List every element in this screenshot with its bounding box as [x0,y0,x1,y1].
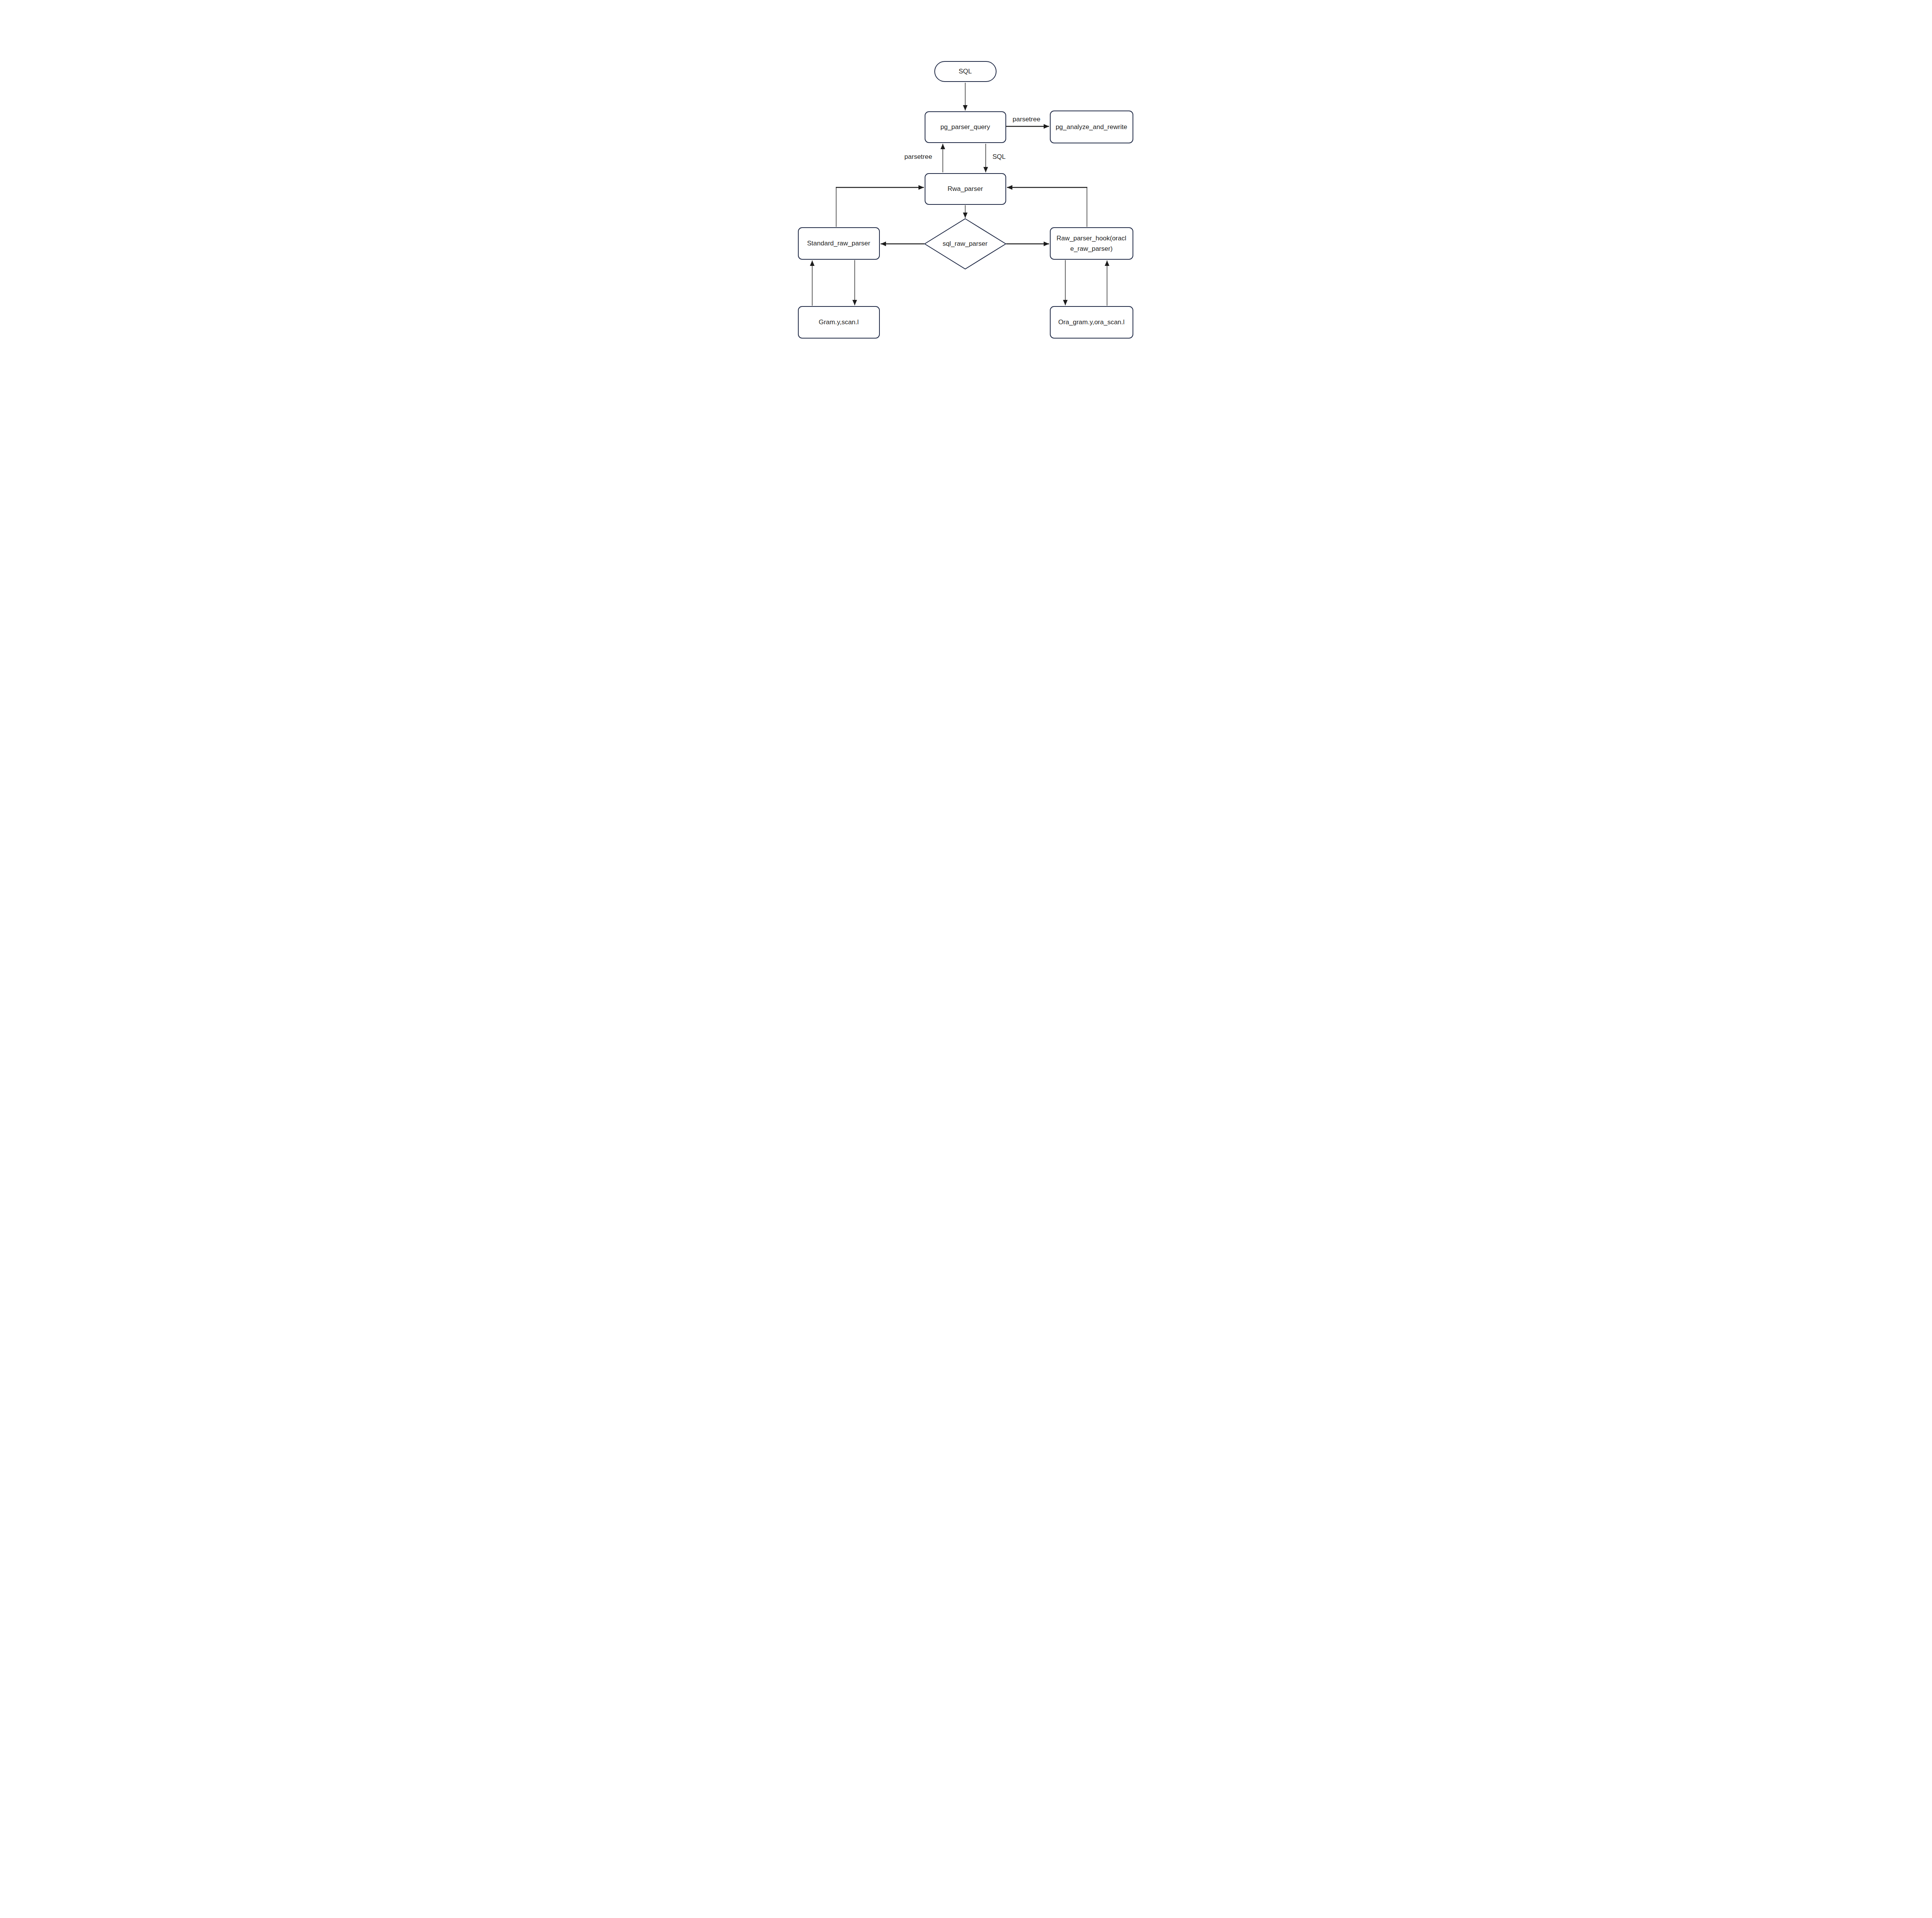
node-pg-parser-query: pg_parser_query [925,111,1006,143]
node-pg-analyze-and-rewrite-label: pg_analyze_and_rewrite [1056,122,1128,132]
node-rwa-parser: Rwa_parser [925,173,1006,205]
node-standard-raw-parser-label: Standard_raw_parser [804,238,873,248]
node-sql-raw-parser-label: sql_raw_parser [942,240,987,248]
node-ora-gram-scan: Ora_gram.y,ora_scan.l [1050,306,1133,339]
node-raw-parser-hook-label: Raw_parser_hook(oracle_raw_parser) [1056,233,1128,254]
edge-label-parsetree-top: parsetree [1013,116,1041,123]
node-gram-scan: Gram.y,scan.l [798,306,880,339]
edge-label-sql-mid: SQL [992,153,1005,161]
node-ora-gram-scan-label: Ora_gram.y,ora_scan.l [1055,317,1128,327]
node-rwa-parser-label: Rwa_parser [944,184,986,194]
node-sql-terminator: SQL [934,61,997,82]
node-raw-parser-hook: Raw_parser_hook(oracle_raw_parser) [1050,227,1133,260]
flowchart-canvas: SQL pg_parser_query pg_analyze_and_rewri… [668,0,1265,422]
node-sql-label: SQL [956,66,975,77]
node-standard-raw-parser: Standard_raw_parser [798,227,880,260]
node-pg-analyze-and-rewrite: pg_analyze_and_rewrite [1050,111,1133,143]
node-gram-scan-label: Gram.y,scan.l [816,317,862,327]
node-pg-parser-query-label: pg_parser_query [937,122,993,132]
edge-label-parsetree-mid: parsetree [905,153,932,161]
